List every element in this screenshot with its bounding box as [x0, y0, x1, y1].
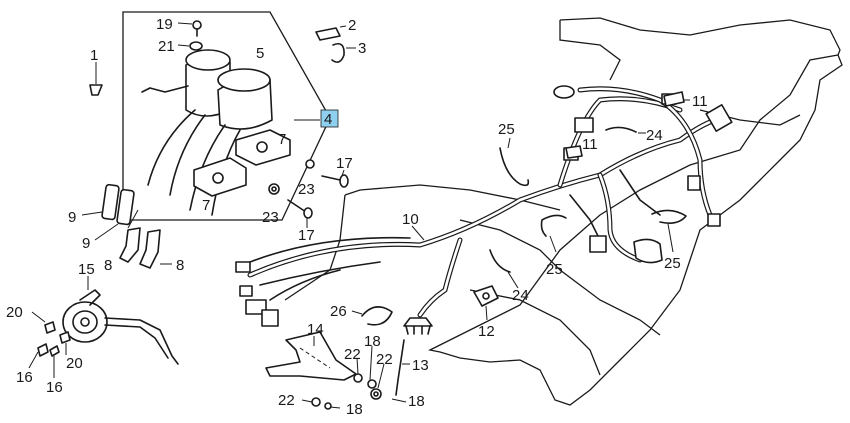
- callout-16-right: 16: [46, 379, 63, 396]
- callout-22-right: 22: [376, 351, 393, 368]
- callout-25-right: 25: [664, 255, 681, 272]
- clamp-26: [351, 306, 393, 326]
- callout-13: 13: [412, 357, 429, 374]
- callout-20-left: 20: [6, 304, 23, 321]
- bracket-12: [473, 285, 499, 321]
- plug-boots-8: [119, 209, 172, 269]
- bracket-14: [265, 331, 357, 381]
- horn-hardware-16-20: [28, 311, 71, 378]
- callout-8-right: 8: [176, 257, 184, 274]
- callout-14: 14: [307, 321, 324, 338]
- callout-7-upper: 7: [278, 131, 286, 148]
- connector-2: [315, 25, 347, 41]
- callout-25-upper: 25: [498, 121, 515, 138]
- callout-16-left: 16: [16, 369, 33, 386]
- callout-4: 4: [324, 111, 332, 128]
- ignition-coils: [141, 49, 291, 216]
- callout-2: 2: [348, 17, 356, 34]
- callout-19: 19: [156, 16, 173, 33]
- callout-23-lower: 23: [262, 209, 279, 226]
- horn-15: [62, 276, 179, 365]
- bolt-17-lower: [287, 199, 313, 228]
- callout-25-middle: 25: [546, 261, 563, 278]
- callout-24-upper: 24: [646, 127, 663, 144]
- callout-17-lower: 17: [298, 227, 315, 244]
- spark-plug-caps-9: [81, 183, 135, 241]
- callout-20-right: 20: [66, 355, 83, 372]
- callout-11-left: 11: [582, 136, 598, 153]
- bolt-17-upper: [321, 169, 349, 188]
- clamps-11: [565, 91, 690, 159]
- clamps-24: [489, 126, 646, 289]
- cable-13: [395, 339, 410, 396]
- bolt-19: [177, 20, 202, 37]
- callout-17-upper: 17: [336, 155, 353, 172]
- callout-5: 5: [256, 45, 264, 62]
- rubber-grommet: [403, 317, 433, 335]
- callout-10: 10: [402, 211, 419, 228]
- callout-9-upper: 9: [68, 209, 76, 226]
- callout-9-lower: 9: [82, 235, 90, 252]
- callout-labels: 1 2 3 4 5 7 7 8 8 9 9 10 11 11 12 13 14 …: [6, 16, 708, 418]
- callout-23-upper: 23: [298, 181, 315, 198]
- callout-18-lower: 18: [346, 401, 363, 418]
- ignition-coil-group-box: [122, 11, 331, 221]
- callout-22-left: 22: [344, 346, 361, 363]
- callout-12: 12: [478, 323, 495, 340]
- callout-4-highlight: [320, 109, 339, 128]
- callout-22-bottom: 22: [278, 392, 295, 409]
- clamps-25: [499, 137, 687, 253]
- small-hardware-18-22: [301, 345, 407, 410]
- washers-23: [268, 159, 315, 195]
- callout-24-lower: 24: [512, 287, 529, 304]
- callout-18-upper: 18: [364, 333, 381, 350]
- callout-11-right: 11: [692, 93, 708, 110]
- clamp-3: [331, 42, 356, 63]
- callout-15: 15: [78, 261, 95, 278]
- callout-21: 21: [158, 38, 175, 55]
- nut-21: [177, 41, 203, 51]
- callout-26: 26: [330, 303, 347, 320]
- callout-3: 3: [358, 40, 366, 57]
- main-wire-harness-10: [247, 86, 723, 318]
- grommet-1: [89, 62, 103, 96]
- callout-8-left: 8: [104, 257, 112, 274]
- callout-18-right: 18: [408, 393, 425, 410]
- callout-1: 1: [90, 47, 98, 64]
- callout-7-lower: 7: [202, 197, 210, 214]
